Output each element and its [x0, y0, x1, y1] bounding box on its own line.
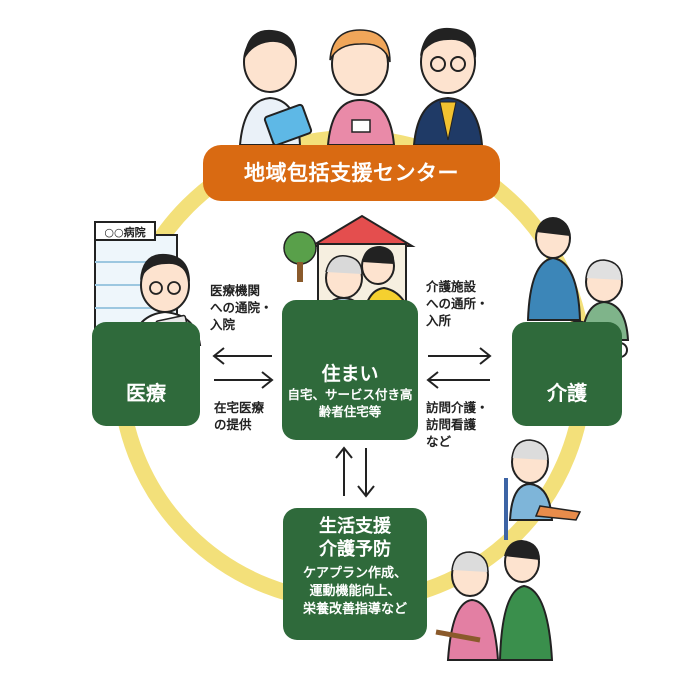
life-sub-line-3: 栄養改善指導など — [302, 602, 407, 618]
care-box: 介護 — [512, 322, 622, 426]
care-title: 介護 — [547, 381, 587, 405]
life-title-line-2: 介護予防 — [319, 538, 391, 560]
medical-title: 医療 — [126, 381, 166, 405]
life-support-box: 生活支援 介護予防 ケアプラン作成、 運動機能向上、 栄養改善指導など — [283, 508, 427, 640]
arrow-center-to-care — [428, 347, 492, 365]
label-line: 訪問看護 — [426, 416, 477, 432]
life-sub-line-2: 運動機能向上、 — [309, 584, 401, 600]
arrow-life-to-center — [357, 448, 375, 498]
medical-arrow-label-top: 医療機関 への通院・ 入院 — [210, 283, 290, 334]
support-center-banner: 地域包括支援センター — [203, 145, 500, 201]
label-line: 訪問介護・ — [426, 400, 489, 415]
label-line: の提供 — [214, 416, 252, 432]
arrow-care-to-center — [426, 371, 490, 389]
medical-arrow-label-bottom: 在宅医療 の提供 — [214, 400, 284, 434]
care-arrow-label-top: 介護施設 への通所・ 入所 — [426, 279, 506, 330]
label-line: への通所・ — [426, 295, 489, 311]
housing-box: 住まい 自宅、サービス付き高齢者住宅等 — [282, 300, 418, 440]
label-line: など — [426, 433, 452, 449]
staff-group-illustration — [238, 27, 484, 147]
housing-description: 自宅、サービス付き高齢者住宅等 — [287, 386, 413, 419]
housing-title: 住まい — [321, 363, 379, 385]
life-title-line-1: 生活支援 — [319, 516, 391, 537]
wheelchair-illustration — [526, 217, 630, 360]
label-line: 医療機関 — [210, 283, 261, 298]
arrow-center-to-medical — [212, 347, 272, 365]
label-line: 入院 — [210, 316, 236, 332]
walking-support-illustration — [435, 540, 554, 661]
care-arrow-label-bottom: 訪問介護・ 訪問看護 など — [426, 400, 501, 451]
label-line: への通院・ — [210, 299, 273, 315]
arrow-medical-to-center — [214, 371, 274, 389]
label-line: 介護施設 — [426, 279, 477, 294]
label-line: 入所 — [426, 312, 452, 328]
label-line: 在宅医療 — [214, 400, 265, 415]
hospital-sign: ○○病院 — [104, 225, 145, 239]
life-sub-line-1: ケアプラン作成、 — [302, 566, 407, 581]
arrow-center-to-life — [335, 446, 353, 496]
medical-box: 医療 — [92, 322, 200, 426]
exercise-elder-illustration — [504, 439, 582, 540]
